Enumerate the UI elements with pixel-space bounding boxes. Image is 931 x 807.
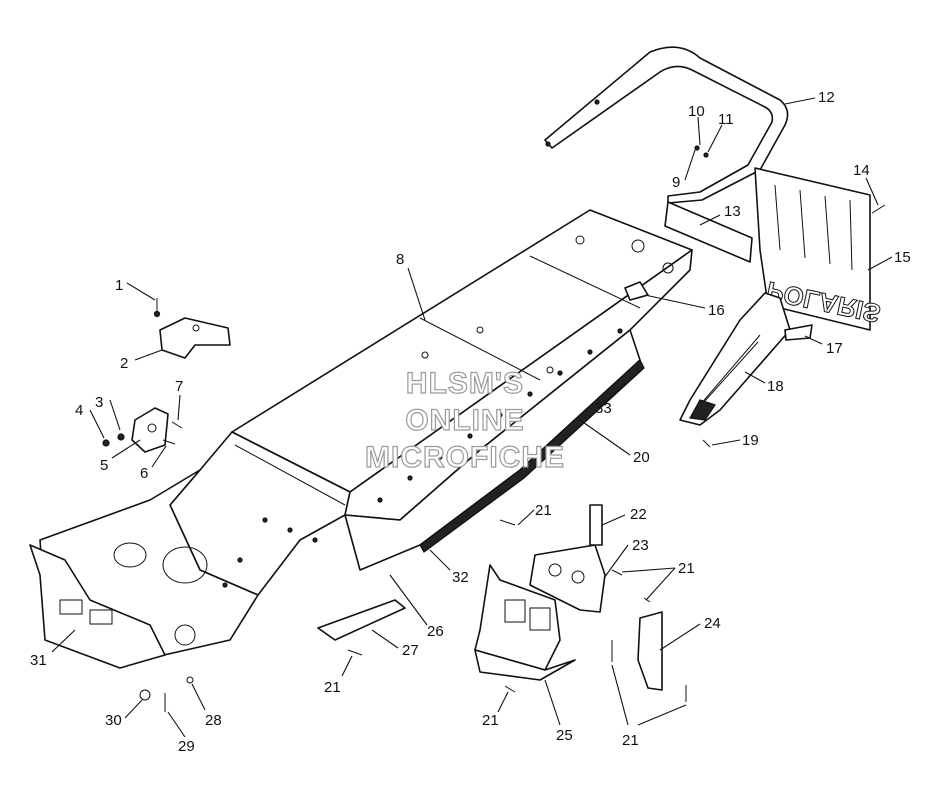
callout-12: 12 [818,89,835,106]
callout-4: 4 [75,402,83,419]
callout-14: 14 [853,162,870,179]
bracket-upper [159,317,231,359]
callout-27: 27 [402,642,419,659]
callout-labels: 1 2 3 4 5 6 7 8 9 10 11 12 13 14 15 16 1… [30,89,911,755]
callout-22: 22 [630,506,647,523]
callout-21-d: 21 [482,712,499,729]
callout-24: 24 [704,615,721,632]
callout-20: 20 [633,449,650,466]
callout-31: 31 [30,652,47,669]
callout-1: 1 [115,277,123,294]
callout-30: 30 [105,712,122,729]
bracket-steering [131,407,169,453]
watermark-line-1: HLSM'S [406,367,524,400]
callout-23: 23 [632,537,649,554]
callout-9: 9 [672,174,680,191]
leader-lines [51,97,893,738]
callout-18: 18 [767,378,784,395]
callout-33: 33 [595,400,612,417]
snow-flap: POLARIS [754,167,884,331]
clip-22 [589,504,603,546]
watermark-line-3: MICROFICHE [365,441,565,474]
guard-27 [317,599,406,641]
tunnel-chassis [39,209,693,666]
front-bumper [29,544,196,669]
callout-5: 5 [100,457,108,474]
callout-8: 8 [396,251,404,268]
rivet-row [222,328,623,588]
callout-29: 29 [178,738,195,755]
callout-26: 26 [427,623,444,640]
watermark: HLSM'S ONLINE MICROFICHE [364,366,565,474]
callout-19: 19 [742,432,759,449]
callout-25: 25 [556,727,573,744]
callout-32: 32 [452,569,469,586]
callout-13: 13 [724,203,741,220]
callout-2: 2 [120,355,128,372]
plate-16 [624,281,649,301]
callout-7: 7 [175,378,183,395]
flap-bracket [664,201,753,263]
callout-16: 16 [708,302,725,319]
rear-grab-bar [544,46,789,204]
callout-11: 11 [718,111,734,128]
side-plate-25 [474,564,576,681]
fasteners [102,145,886,712]
callout-21-c: 21 [324,679,341,696]
callout-17: 17 [826,340,843,357]
callout-10: 10 [688,103,705,120]
watermark-line-2: ONLINE [405,404,524,437]
callout-21-e: 21 [622,732,639,749]
callout-28: 28 [205,712,222,729]
callout-21-b: 21 [678,560,695,577]
callout-6: 6 [140,465,148,482]
running-board [679,292,791,426]
bracket-24 [637,611,663,691]
callout-15: 15 [894,249,911,266]
callout-3: 3 [95,394,103,411]
callout-21-a: 21 [535,502,552,519]
